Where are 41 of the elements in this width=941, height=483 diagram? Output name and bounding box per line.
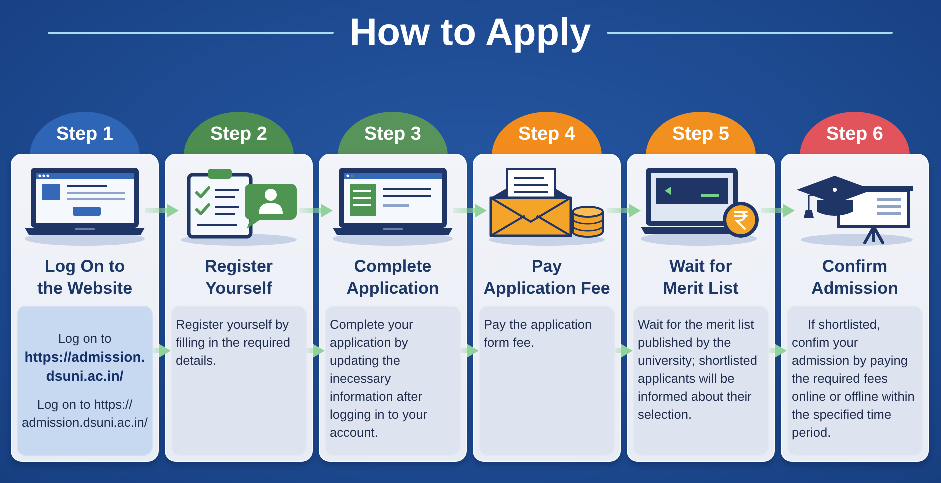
description-panel [325,306,461,456]
step-title: Complete Application [346,256,440,300]
step-card [11,154,159,462]
page-title: How to Apply [350,11,592,56]
clipboard-checklist-icon [179,168,299,246]
arrow [145,204,179,218]
description-text: If shortlisted, confim your admission by paying the required fees online or offline within the specified time period. [792,316,916,442]
arrow [453,204,487,218]
description-panel [17,306,153,456]
step-title: Pay Application Fee [482,256,612,300]
arrow [307,344,325,358]
description-panel [171,306,307,456]
step-card [473,154,621,462]
description-text: Log on to https:// admission.dsuni.ac.in/ [22,396,148,432]
arrow [299,204,333,218]
arrow [607,204,641,218]
arrow [153,344,171,358]
description-text: Complete your application by updating the inecessary information after logging in to your account. [330,316,428,442]
step-title: Log On to the Website [36,256,134,300]
step-title: Register Yourself [204,256,274,300]
step-title: Wait for Merit List [662,256,740,300]
arrow [615,344,633,358]
step-card [781,154,929,462]
description-text: Register yourself by filling in the required details. [176,316,292,370]
description-text: Pay the application form fee. [484,316,594,352]
laptop-browser-icon [25,168,145,246]
envelope-coins-icon [487,168,607,246]
description-text: Wait for the merit list published by the university; shortlisted applicants will be informed about their selection. [638,316,758,424]
description-panel [479,306,615,456]
arrow [461,344,479,358]
step-card [165,154,313,462]
step-title: Confirm Admission [810,256,900,300]
description-panel [787,306,923,456]
arrow [769,344,787,358]
step-card [319,154,467,462]
laptop-coin-icon [641,168,761,246]
description-text: Log on to https://admission. dsuni.ac.in/ [24,330,146,386]
description-panel [633,306,769,456]
step-card [627,154,775,462]
laptop-form-icon [333,168,453,246]
arrow [761,204,795,218]
